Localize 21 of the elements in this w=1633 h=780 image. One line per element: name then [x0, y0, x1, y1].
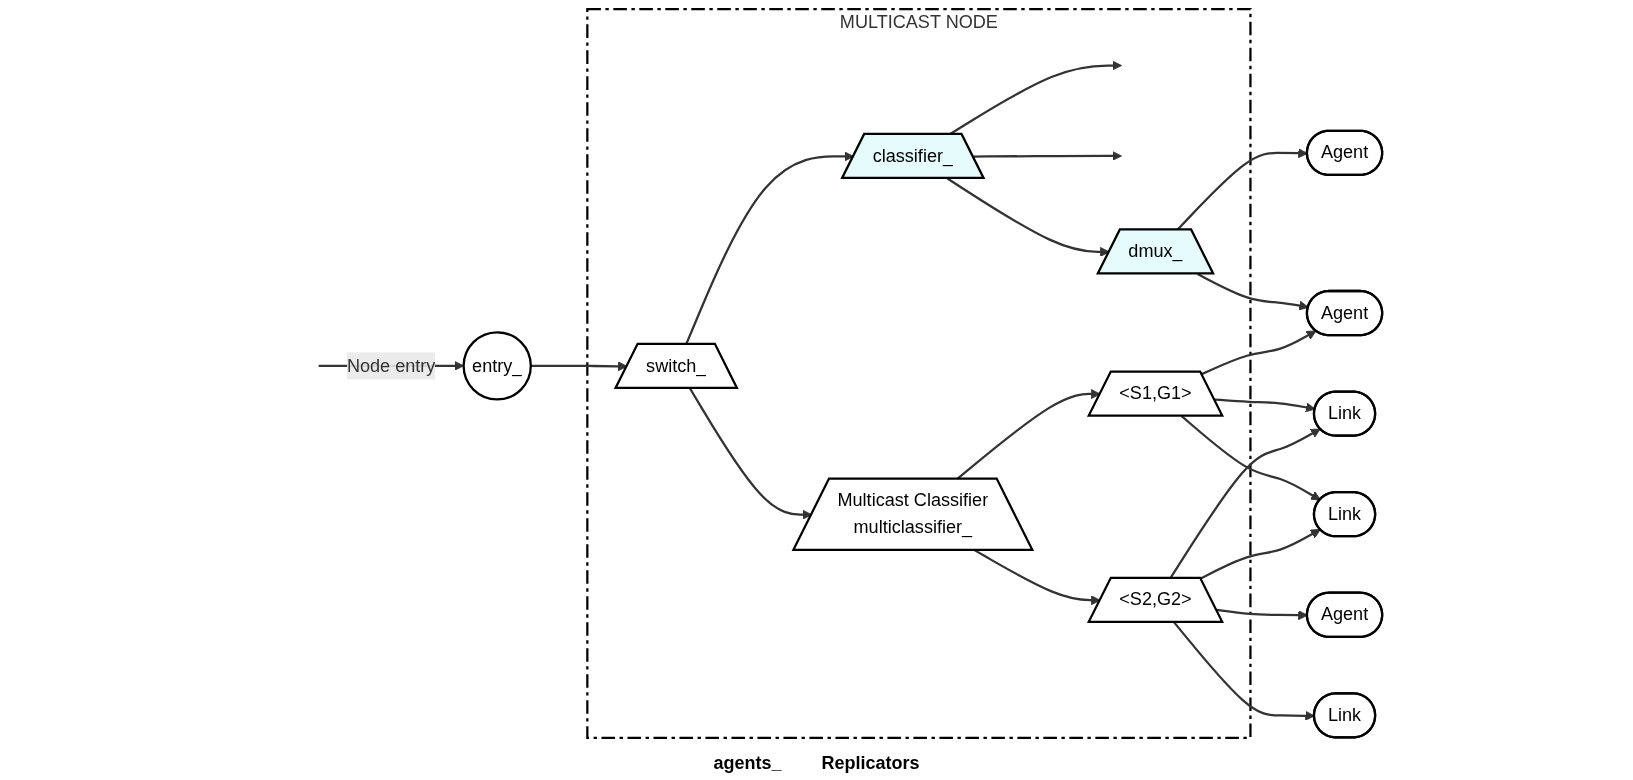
arrow: [973, 151, 1123, 161]
classifier-trapezoid: switch_: [613, 342, 739, 390]
endpoint-ellipse: Agent: [1305, 289, 1384, 337]
arrow: [1200, 529, 1321, 580]
endpoint-ellipse: Agent: [1305, 591, 1384, 638]
endpoint-ellipse: Agent: [1305, 129, 1384, 176]
classifier-trapezoid: <S1,G1>: [1086, 370, 1224, 417]
note-label: Replicators: [821, 753, 920, 774]
arrow: [1180, 415, 1321, 501]
entry-circle: entry_: [462, 331, 532, 401]
endpoint-ellipse: Link: [1312, 692, 1377, 739]
arrow: [1216, 608, 1308, 621]
classifier-trapezoid: <S2,G2>: [1086, 576, 1224, 623]
arrow: [1197, 273, 1309, 311]
arrow: [1201, 330, 1317, 376]
endpoint-ellipse: Link: [1312, 390, 1377, 437]
endpoint-ellipse: Link: [1312, 491, 1377, 538]
arrow: [1173, 621, 1315, 721]
note-label: agents_: [713, 753, 782, 774]
classifier-trapezoid: dmux_: [1096, 228, 1215, 275]
classifier-trapezoid: Multicast Classifier multiclassifier_: [791, 477, 1035, 551]
